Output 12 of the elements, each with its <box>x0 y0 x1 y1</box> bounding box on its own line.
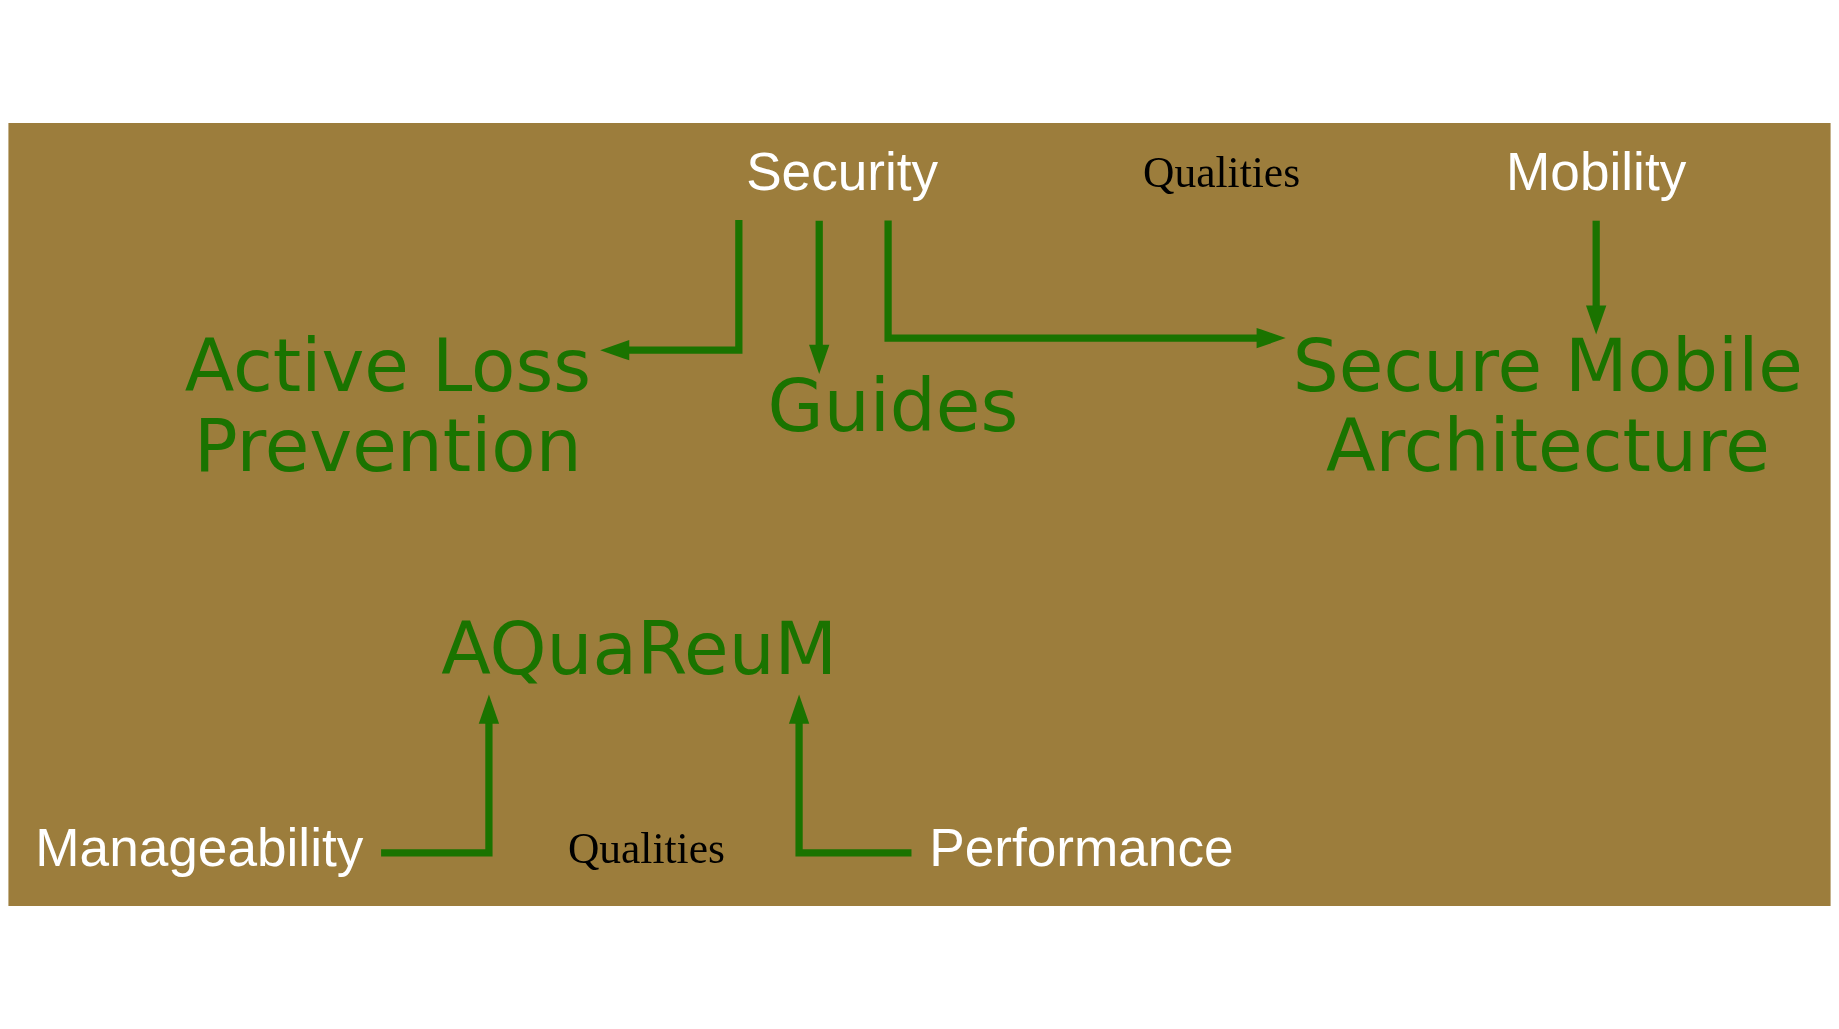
node-text: Manageability <box>35 818 364 878</box>
node-text: Active Loss Prevention <box>184 324 591 488</box>
node-text: AQuaReuM <box>441 607 838 691</box>
label: Qualities <box>567 824 725 873</box>
label: Qualities <box>1143 147 1301 196</box>
arrow <box>1585 220 1607 335</box>
node-text: Mobility <box>1506 141 1687 201</box>
node-text: Security <box>746 141 939 201</box>
arrow <box>809 220 830 374</box>
node-text: Performance <box>929 818 1234 878</box>
node-text: Secure Mobile Architecture <box>1292 324 1803 488</box>
node-text: Guides <box>767 364 1019 449</box>
